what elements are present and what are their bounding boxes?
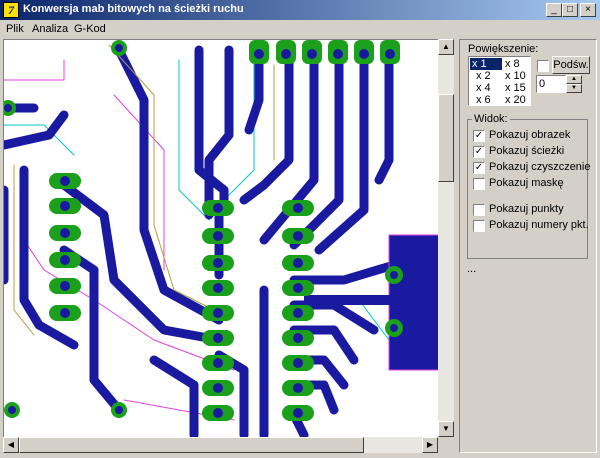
horizontal-scroll-thumb[interactable] [19,437,364,453]
zoom-option[interactable]: x 2 [476,70,491,82]
zoom-list[interactable]: x 1 x 2 x 4 x 6 x 8 x 10 x 15 x 20 [468,56,531,106]
menu-plik[interactable]: Plik [6,23,24,35]
vertical-scroll-thumb[interactable] [438,94,454,182]
highlight-checkbox[interactable] [537,60,549,72]
zoom-option[interactable]: x 10 [505,70,526,82]
title-bar[interactable]: 7 Konwersja mab bitowych na ścieżki ruch… [0,0,600,20]
vertical-scrollbar[interactable]: ▲ ▼ [438,39,454,437]
zoom-option[interactable]: x 20 [505,94,526,106]
pcb-drawing [4,40,440,440]
show-points-checkbox[interactable] [473,204,485,216]
zoom-option[interactable]: x 4 [476,82,491,94]
highlight-spin-input[interactable]: 0 [536,75,566,93]
horizontal-scrollbar[interactable]: ◀ ▶ [3,437,438,453]
menu-gkod[interactable]: G-Kod [74,23,106,35]
app-icon: 7 [3,2,19,18]
show-image-checkbox[interactable]: ✓ [473,130,485,142]
menu-bar: Plik Analiza G-Kod [0,20,600,38]
scroll-corner [438,437,454,453]
menu-analiza[interactable]: Analiza [32,23,69,35]
minimize-button[interactable]: _ [546,3,562,17]
maximize-button[interactable]: □ [562,3,578,17]
pcb-canvas[interactable] [3,39,454,453]
zoom-option[interactable]: x 6 [476,94,491,106]
zoom-option[interactable]: x 1 [470,58,502,70]
scroll-left-button[interactable]: ◀ [3,437,19,453]
settings-panel [459,39,597,453]
scroll-right-button[interactable]: ▶ [422,437,438,453]
scroll-down-button[interactable]: ▼ [438,421,454,437]
view-label: Widok: [472,113,510,125]
show-mask-label: Pokazuj maskę [489,177,564,189]
show-cleanup-label: Pokazuj czyszczenie [489,161,591,173]
zoom-option[interactable]: x 15 [505,82,526,94]
zoom-option[interactable]: x 8 [505,58,520,70]
spin-up-button[interactable]: ▲ [566,75,582,84]
show-point-numbers-checkbox[interactable] [473,220,485,232]
show-mask-checkbox[interactable] [473,178,485,190]
show-image-label: Pokazuj obrazek [489,129,571,141]
highlight-button[interactable]: Podśw. [552,56,590,74]
close-button[interactable]: × [580,3,596,17]
window-title: Konwersja mab bitowych na ścieżki ruchu [23,3,244,15]
view-groupbox [467,119,588,259]
scroll-up-button[interactable]: ▲ [438,39,454,55]
zoom-label: Powiększenie: [468,43,539,55]
show-point-numbers-label: Pokazuj numery pkt. [489,219,589,231]
spin-down-button[interactable]: ▼ [566,84,582,93]
show-points-label: Pokazuj punkty [489,203,564,215]
show-paths-checkbox[interactable]: ✓ [473,146,485,158]
show-paths-label: Pokazuj ścieżki [489,145,565,157]
show-cleanup-checkbox[interactable]: ✓ [473,162,485,174]
status-text: ... [467,263,477,275]
